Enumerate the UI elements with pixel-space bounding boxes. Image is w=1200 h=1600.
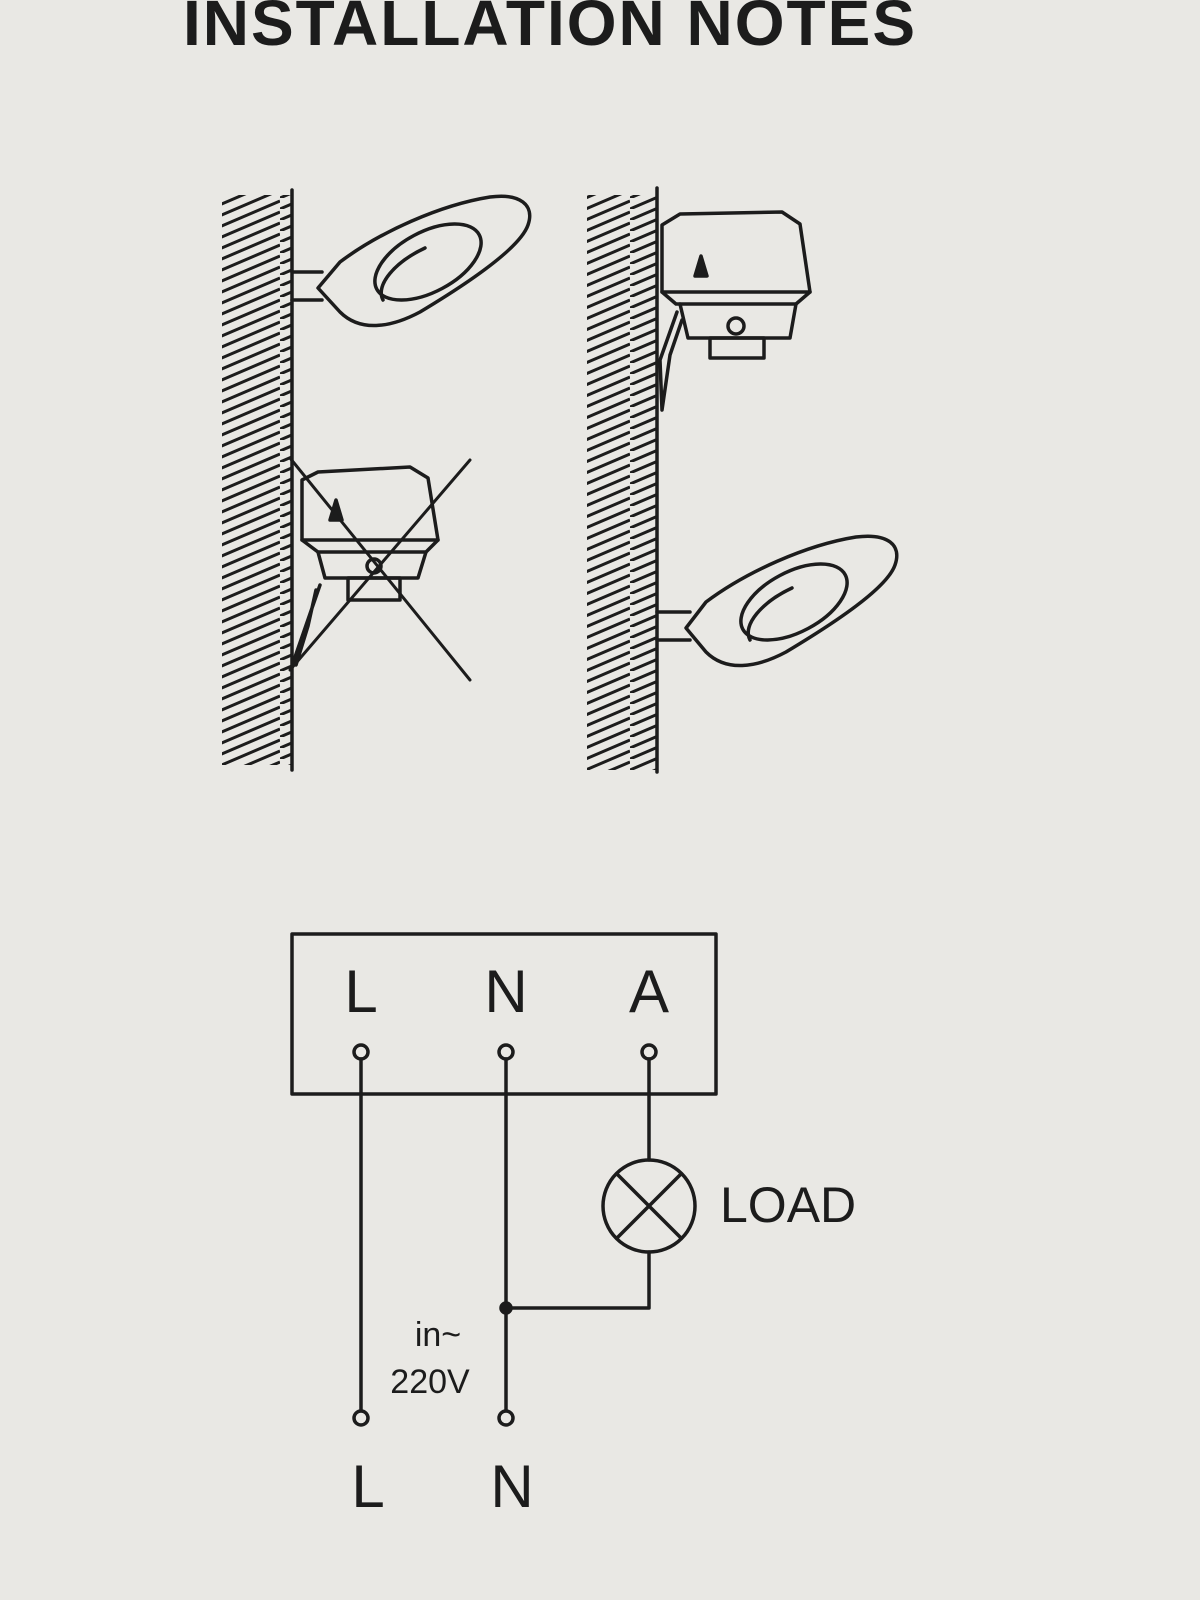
terminal-l-screw [352,1043,370,1061]
right-sensor-correct [658,210,812,412]
terminal-block [290,932,718,1096]
supply-label-l: L [351,1453,384,1520]
left-lamp-upper [290,194,532,328]
left-wall [222,188,294,772]
right-lamp-lower [655,534,899,668]
supply-n-terminal [497,1409,515,1427]
wiring-diagram [290,932,718,1427]
input-label-line1: in~ [415,1316,461,1354]
load-label: LOAD [720,1177,856,1233]
left-sensor-wrong [292,465,440,667]
terminal-label-l: L [344,958,377,1025]
terminal-label-a: A [629,958,669,1025]
right-wall [587,186,659,774]
load-lamp-icon [601,1158,697,1254]
terminal-a-screw [640,1043,658,1061]
junction-dot [499,1301,513,1315]
terminal-n-screw [497,1043,515,1061]
supply-label-n: N [490,1453,533,1520]
wire-load-return [504,1250,651,1310]
supply-l-terminal [352,1409,370,1427]
cross-icon [288,456,472,682]
terminal-label-n: N [484,958,527,1025]
page-title: INSTALLATION NOTES [182,0,918,59]
input-label-line2: 220V [390,1363,470,1401]
